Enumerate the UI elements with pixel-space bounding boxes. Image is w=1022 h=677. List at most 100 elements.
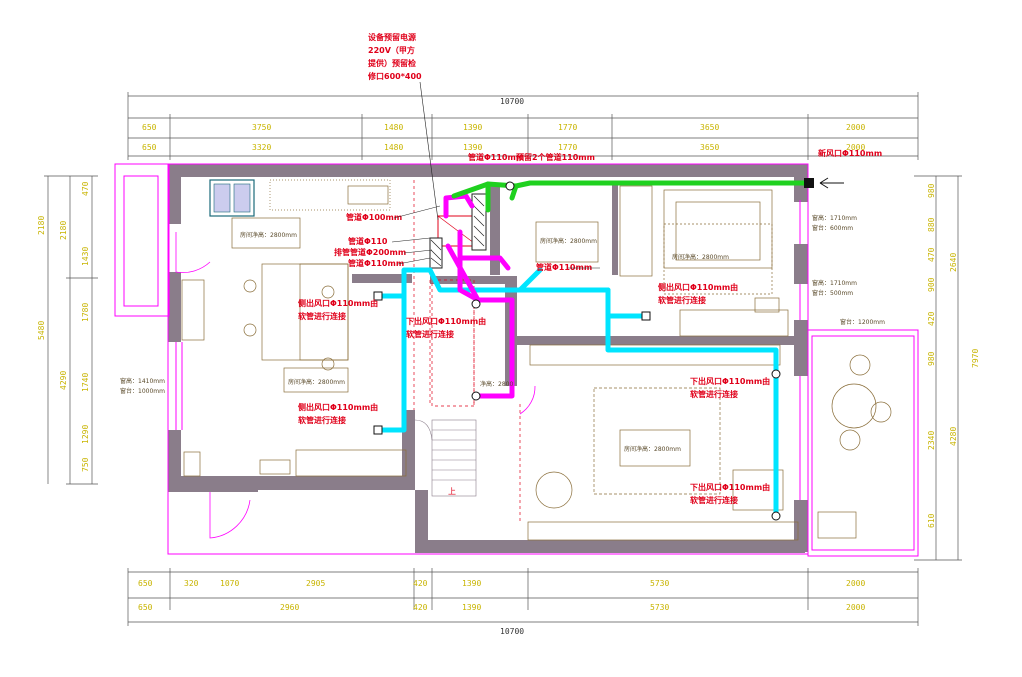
dim-top-6: 3650 — [700, 123, 719, 132]
diffuser-icons — [373, 181, 781, 521]
label-down-right-a: 下出风口Φ110mm由 — [690, 376, 770, 386]
dim-top-7: 2000 — [846, 123, 865, 132]
label-down-right2-b: 软管进行连接 — [690, 495, 738, 505]
dim-left-2: 5480 — [37, 321, 46, 340]
dim-bot2-1: 650 — [138, 603, 153, 612]
label-side-left2-a: 侧出风口Φ110mm由 — [298, 402, 378, 412]
room-dining: 房间净高：2800mm — [288, 378, 345, 386]
label-pipe-110c: 管道Φ110mm — [536, 262, 592, 272]
dim-left-7: 1780 — [81, 303, 90, 322]
dim-bot-total: 10700 — [500, 627, 524, 636]
label-side-left1-a: 侧出风口Φ110mm由 — [298, 298, 378, 308]
label-down-mid-b: 软管进行连接 — [406, 329, 454, 339]
dim-bot-7: 5730 — [650, 579, 669, 588]
walls — [168, 164, 808, 553]
dim-right-7: 980 — [927, 351, 936, 366]
dim-bot2-6: 2000 — [846, 603, 865, 612]
label-side-right1-b: 软管进行连接 — [658, 295, 706, 305]
dim-left-6: 1430 — [81, 247, 90, 266]
label-pipe-110b: 管道Φ110mm — [348, 258, 404, 268]
window-left-2: 窗台：1000mm — [120, 387, 165, 395]
note-power-3: 提供）预留检 — [368, 58, 416, 68]
duct-zone-dashed — [413, 180, 521, 522]
dim-bot-3: 1070 — [220, 579, 239, 588]
dimension-lines-side — [44, 175, 962, 561]
outline-magenta — [114, 163, 919, 557]
note-power-4: 修口600*400 — [367, 71, 422, 81]
dim-top2-4: 1390 — [463, 143, 482, 152]
dim-top-total: 10700 — [500, 97, 524, 106]
dim-top2-5: 1770 — [558, 143, 577, 152]
duct-cyan — [377, 267, 779, 519]
dim-right-11: 610 — [927, 513, 936, 528]
label-side-left2-b: 软管进行连接 — [298, 415, 346, 425]
dim-right-2: 880 — [927, 217, 936, 232]
doors — [175, 232, 536, 539]
label-pipe-110a: 管道Φ110 — [348, 236, 388, 246]
dim-bot2-5: 5730 — [650, 603, 669, 612]
dim-bot-8: 2000 — [846, 579, 865, 588]
leader-lines — [391, 205, 600, 269]
label-down-mid-a: 下出风口Φ110mm由 — [406, 316, 486, 326]
note-power-2: 220V（甲方 — [368, 45, 415, 55]
label-down-right2-a: 下出风口Φ110mm由 — [690, 482, 770, 492]
dim-left-3: 2180 — [59, 221, 68, 240]
dim-left-10: 750 — [81, 457, 90, 472]
dimension-lines-bottom — [127, 568, 919, 626]
staircase — [414, 419, 477, 497]
label-pipe-100: 管道Φ100mm — [346, 212, 402, 222]
room-kitchen: 房间净高：2800mm — [240, 231, 297, 239]
duct-green — [451, 180, 811, 213]
dim-right-4: 2640 — [949, 253, 958, 272]
dim-left-4: 4290 — [59, 371, 68, 390]
dim-top2-6: 3650 — [700, 143, 719, 152]
dim-bot-6: 1390 — [462, 579, 481, 588]
label-pipe-top: 管道Φ110mm — [468, 152, 524, 162]
note-power-1: 设备预留电源 — [368, 32, 416, 42]
label-side-right1-a: 侧出风口Φ110mm由 — [658, 282, 738, 292]
dim-right-6: 420 — [927, 311, 936, 326]
hvac-unit — [429, 193, 487, 269]
dim-right-9: 2340 — [927, 431, 936, 450]
window-r1-2: 窗台：600mm — [812, 224, 853, 232]
room-bath: 房间净高：2800mm — [540, 237, 597, 245]
room-living: 房间净高：2800mm — [624, 445, 681, 453]
fridge-icon — [209, 179, 255, 217]
dim-top2-2: 3320 — [252, 143, 271, 152]
dim-right-1: 980 — [927, 183, 936, 198]
balcony-sill: 窗台：1200mm — [840, 318, 885, 326]
dim-left-5: 470 — [81, 181, 90, 196]
dim-bot-2: 320 — [184, 579, 199, 588]
dim-right-3: 470 — [927, 247, 936, 262]
dim-bot2-3: 420 — [413, 603, 428, 612]
label-side-left1-b: 软管进行连接 — [298, 311, 346, 321]
dim-bot-1: 650 — [138, 579, 153, 588]
dim-left-1: 2180 — [37, 216, 46, 235]
dim-right-10: 4280 — [949, 427, 958, 446]
window-r2-1: 窗高：1710mm — [812, 279, 857, 287]
dim-top-2: 3750 — [252, 123, 271, 132]
room-bedroom: 房间净高：2800mm — [672, 253, 729, 261]
dim-top-5: 1770 — [558, 123, 577, 132]
dim-right-5: 900 — [927, 277, 936, 292]
label-pipe-reserve: 预留2个管道110mm — [516, 152, 595, 162]
dim-bot2-2: 2960 — [280, 603, 299, 612]
dim-top-4: 1390 — [463, 123, 482, 132]
room-stair: 净高：2800 — [480, 380, 513, 388]
label-pipe-150: 排管管道Φ200mm — [334, 247, 406, 257]
dim-top2-7: 2000 — [846, 143, 865, 152]
dim-left-9: 1290 — [81, 425, 90, 444]
window-left-1: 窗高：1410mm — [120, 377, 165, 385]
duct-magenta — [443, 193, 515, 399]
dim-right-8: 7970 — [971, 349, 980, 368]
dim-bot-5: 420 — [413, 579, 428, 588]
dim-top-3: 1480 — [384, 123, 403, 132]
dim-top-1: 650 — [142, 123, 157, 132]
dim-top2-3: 1480 — [384, 143, 403, 152]
dim-left-8: 1740 — [81, 373, 90, 392]
furniture — [181, 179, 892, 541]
dimension-lines-top — [127, 92, 919, 160]
dim-top2-1: 650 — [142, 143, 157, 152]
stair-up-label: 上 — [448, 487, 456, 496]
